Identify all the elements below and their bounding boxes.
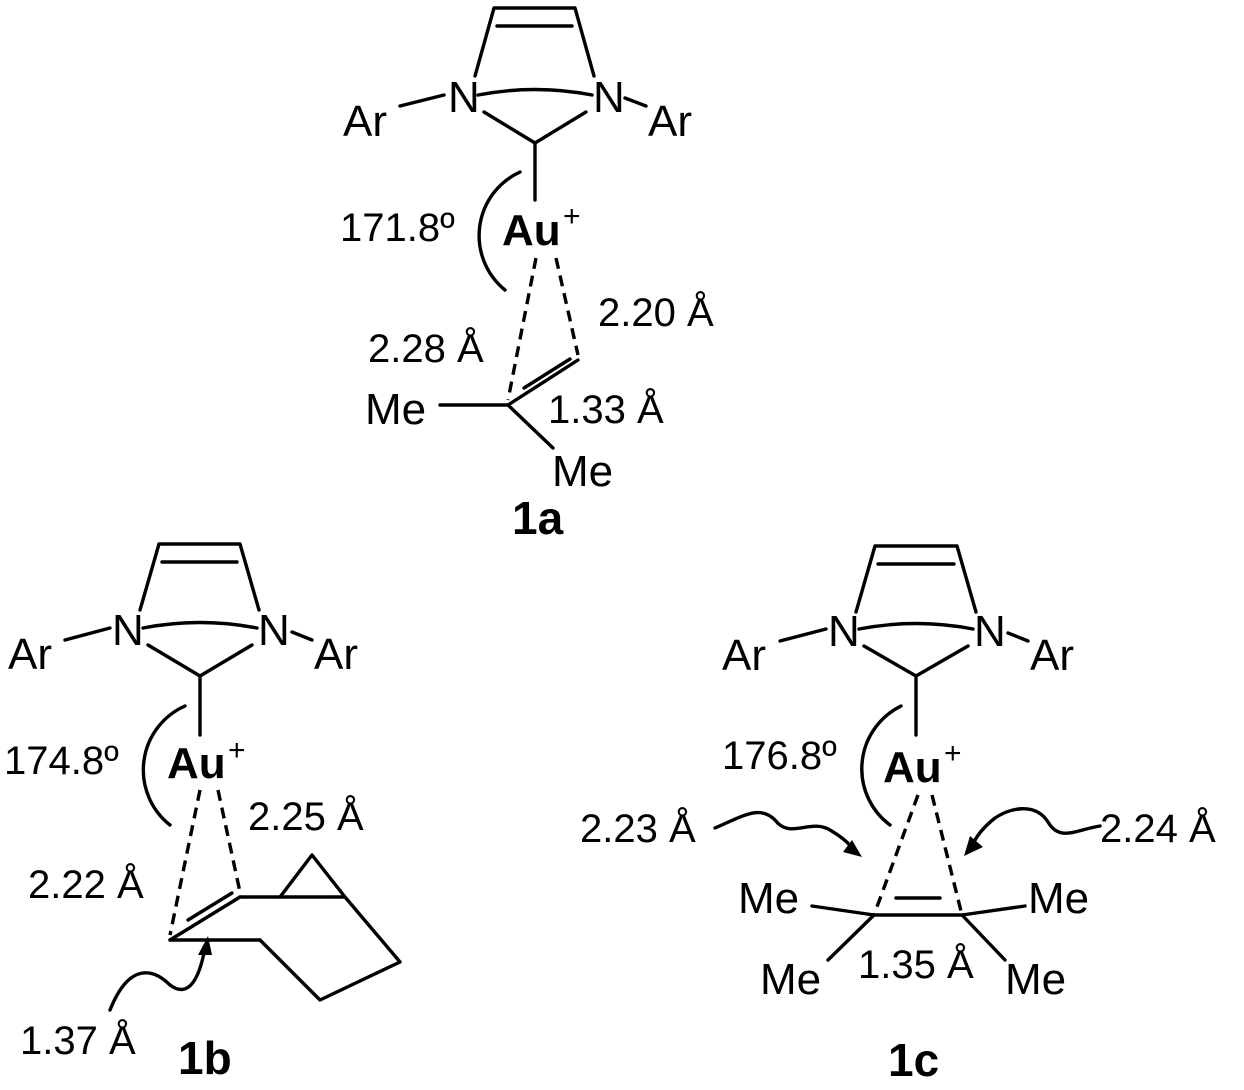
- imidazolylidene-ring-1b: [63, 542, 314, 737]
- angle-arc-1b: [141, 704, 187, 827]
- structure-1a: N N Ar Ar 171.8º Au + 2.28 Å 2.20 Å 1.33…: [340, 6, 714, 544]
- imidazolylidene-ring-1a: [398, 6, 648, 202]
- n-left-1c: N: [828, 607, 860, 656]
- aryl-right-1c: Ar: [1030, 631, 1074, 680]
- n-left-1b: N: [112, 606, 144, 655]
- compound-label-1c: 1c: [888, 1034, 939, 1085]
- bicyclic-ring-1b: [168, 853, 402, 1002]
- arrowhead-left-1c: [843, 840, 862, 857]
- gold-atom-1b: Au: [167, 739, 226, 788]
- cc-bond-length-1b: 1.37 Å: [20, 1018, 136, 1063]
- au-c-dashed-bond-right-1c: [930, 794, 964, 916]
- distance-left-1b: 2.22 Å: [28, 862, 144, 907]
- wavy-arrow-left-1c: [713, 810, 854, 850]
- wavy-arrow-right-1c: [972, 807, 1102, 844]
- methyl-bond-2-1a: [506, 403, 555, 450]
- angle-label-1c: 176.8º: [722, 734, 837, 778]
- alkene-double-bond-1a: [506, 358, 580, 407]
- n-left-1a: N: [448, 73, 480, 122]
- arrowhead-1b: [198, 936, 212, 955]
- compound-label-1b: 1b: [178, 1032, 232, 1084]
- charge-1c: +: [944, 737, 962, 770]
- charge-1b: +: [228, 734, 246, 767]
- methyl-4-1c: Me: [1005, 955, 1066, 1004]
- cc-bond-length-1a: 1.33 Å: [548, 387, 664, 432]
- angle-arc-1c: [860, 704, 903, 827]
- n-right-1a: N: [593, 73, 625, 122]
- au-c-dashed-bond-right-1a: [554, 257, 580, 356]
- au-c-dashed-bond-left-1b: [168, 789, 202, 936]
- imidazolylidene-ring-1c: [778, 544, 1030, 737]
- distance-right-1b: 2.25 Å: [248, 794, 364, 839]
- n-right-1c: N: [974, 607, 1006, 656]
- angle-arc-1a: [477, 170, 522, 292]
- aryl-left-1a: Ar: [343, 97, 387, 146]
- angle-label-1b: 174.8º: [4, 739, 119, 783]
- au-c-dashed-bond-left-1c: [872, 794, 920, 916]
- aryl-left-1b: Ar: [8, 630, 52, 679]
- gold-atom-1a: Au: [502, 206, 561, 255]
- arrowhead-right-1c: [964, 836, 983, 856]
- au-c-dashed-bond-right-1b: [216, 789, 242, 893]
- compound-label-1a: 1a: [512, 492, 564, 544]
- n-right-1b: N: [258, 606, 290, 655]
- methyl-3-1c: Me: [760, 955, 821, 1004]
- methyl-1-1a: Me: [365, 385, 426, 434]
- wavy-arrow-1b: [108, 946, 207, 1012]
- aryl-right-1a: Ar: [648, 97, 692, 146]
- structure-1c: N N Ar Ar 176.8º Au + 2.23 Å 2.24 Å 1.35…: [580, 544, 1216, 1086]
- structure-1b: N N Ar Ar 174.8º Au + 2.22 Å 2.25 Å 1.37…: [4, 542, 402, 1084]
- charge-1a: +: [563, 200, 581, 233]
- au-c-dashed-bond-left-1a: [506, 257, 538, 401]
- cc-bond-length-1c: 1.35 Å: [858, 942, 974, 987]
- gold-atom-1c: Au: [883, 743, 942, 792]
- distance-right-1c: 2.24 Å: [1100, 806, 1216, 851]
- methyl-2-1c: Me: [1028, 874, 1089, 923]
- distance-left-1c: 2.23 Å: [580, 806, 696, 851]
- methyl-bonds-1c: [810, 904, 1027, 962]
- distance-left-1a: 2.28 Å: [368, 326, 484, 371]
- methyl-2-1a: Me: [552, 447, 613, 496]
- methyl-1-1c: Me: [738, 874, 799, 923]
- distance-right-1a: 2.20 Å: [598, 290, 714, 335]
- aryl-left-1c: Ar: [722, 631, 766, 680]
- aryl-right-1b: Ar: [314, 630, 358, 679]
- angle-label-1a: 171.8º: [340, 206, 455, 250]
